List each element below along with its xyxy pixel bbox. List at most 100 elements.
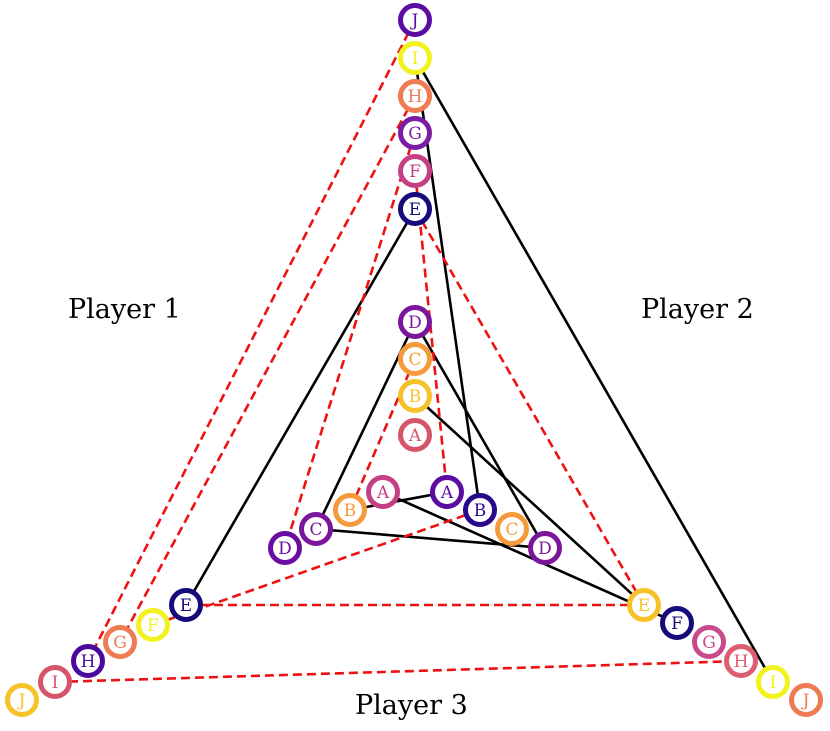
node-ring [398, 41, 432, 75]
node-r-C: C [495, 512, 529, 546]
node-br-E: E [627, 588, 661, 622]
node-l-D: D [268, 531, 302, 565]
node-t-I: I [398, 41, 432, 75]
node-br-I: I [756, 665, 790, 699]
node-label: C [408, 350, 421, 370]
node-ring [398, 305, 432, 339]
node-ring [398, 3, 432, 37]
node-label: B [344, 501, 357, 521]
node-r-B: B [463, 493, 497, 527]
dashed-edge-bl_F-r_B [152, 508, 481, 627]
node-t-G: G [398, 116, 432, 150]
node-ring [398, 342, 432, 376]
node-ring [71, 644, 105, 678]
node-label: E [180, 596, 192, 616]
node-label: A [376, 483, 390, 503]
node-ring [268, 531, 302, 565]
node-label: J [410, 11, 419, 31]
player-2-label: Player 2 [641, 294, 754, 325]
node-label: I [52, 673, 59, 693]
dashed-edge-t_J-bl_H [86, 19, 417, 662]
player-1-label: Player 1 [68, 294, 181, 325]
dashed-edge-t_E-br_E [413, 208, 646, 606]
node-ring [660, 606, 694, 640]
node-ring [430, 475, 464, 509]
node-label: C [505, 520, 518, 540]
node-ring [463, 493, 497, 527]
node-l-B: B [333, 493, 367, 527]
player-3-label: Player 3 [355, 690, 468, 721]
solid-edge-t_I-br_I [413, 57, 775, 683]
node-bl-G: G [103, 625, 137, 659]
dashed-edge-t_F-r_A [413, 170, 449, 493]
node-label: E [638, 596, 650, 616]
node-t-F: F [398, 154, 432, 188]
node-t-J: J [398, 3, 432, 37]
node-label: G [113, 633, 127, 653]
node-label: J [17, 691, 26, 711]
node-label: B [409, 387, 422, 407]
node-ring [333, 493, 367, 527]
node-label: E [409, 200, 421, 220]
node-t-B: B [398, 379, 432, 413]
dashed-edge-t_G-l_D [283, 132, 417, 549]
node-ring [398, 79, 432, 113]
node-t-D: D [398, 305, 432, 339]
node-ring [136, 608, 170, 642]
node-t-E: E [398, 192, 432, 226]
solid-edge-t_E-bl_E [184, 208, 417, 606]
node-ring [528, 531, 562, 565]
node-label: B [474, 501, 487, 521]
node-ring [724, 644, 758, 678]
node-t-H: H [398, 79, 432, 113]
node-l-A: A [366, 475, 400, 509]
edges-layer [54, 19, 775, 684]
node-ring [299, 512, 333, 546]
node-label: H [408, 87, 423, 107]
node-ring [398, 154, 432, 188]
node-ring [366, 475, 400, 509]
node-ring [5, 683, 39, 717]
node-ring [398, 116, 432, 150]
node-ring [789, 683, 823, 717]
node-label: H [81, 652, 96, 672]
node-ring [169, 588, 203, 622]
node-label: I [412, 49, 419, 69]
node-label: A [440, 483, 454, 503]
node-br-F: F [660, 606, 694, 640]
node-ring [103, 625, 137, 659]
node-br-H: H [724, 644, 758, 678]
node-t-A: A [398, 418, 432, 452]
node-br-G: G [692, 625, 726, 659]
node-label: G [702, 633, 716, 653]
node-ring [495, 512, 529, 546]
node-label: A [408, 426, 422, 446]
node-ring [692, 625, 726, 659]
node-label: I [770, 673, 777, 693]
node-ring [627, 588, 661, 622]
dashed-edge-bl_I-br_H [54, 659, 742, 684]
node-bl-J: J [5, 683, 39, 717]
solid-edge-t_B-br_E [414, 395, 645, 606]
node-label: G [408, 124, 422, 144]
node-ring [398, 418, 432, 452]
node-r-D: D [528, 531, 562, 565]
node-bl-H: H [71, 644, 105, 678]
node-label: C [309, 520, 322, 540]
node-l-C: C [299, 512, 333, 546]
node-bl-I: I [38, 665, 72, 699]
node-label: F [409, 162, 421, 182]
node-bl-E: E [169, 588, 203, 622]
node-label: D [408, 313, 422, 333]
node-ring [38, 665, 72, 699]
node-bl-F: F [136, 608, 170, 642]
node-label: F [671, 614, 683, 634]
dashed-edge-t_H-bl_G [118, 95, 417, 643]
node-ring [398, 192, 432, 226]
node-r-A: A [430, 475, 464, 509]
node-label: J [801, 691, 810, 711]
node-label: H [734, 652, 749, 672]
node-label: D [538, 539, 552, 559]
